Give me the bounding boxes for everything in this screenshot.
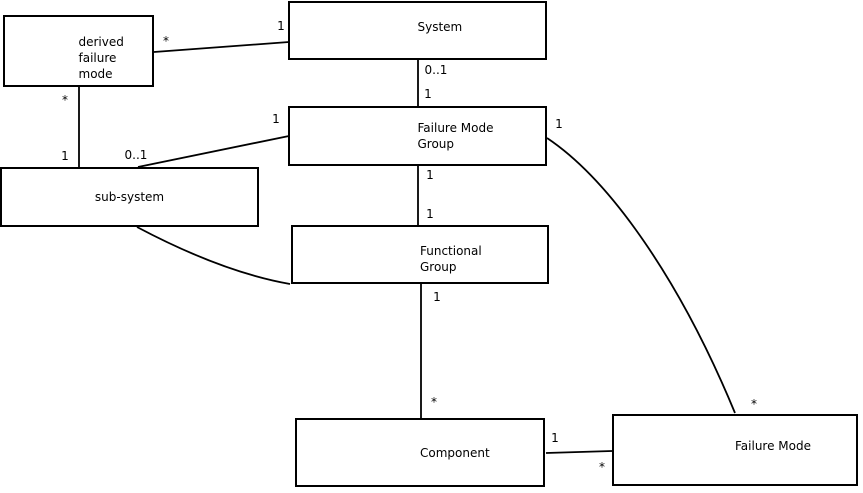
class-box-system-label: System <box>417 19 463 34</box>
multiplicity-derived-subsystem-many: * <box>62 93 68 108</box>
multiplicity-fmg-fg-one-top: 1 <box>426 168 434 182</box>
multiplicity-derived-system-one: 1 <box>277 19 285 33</box>
multiplicity-fmg-fg-one-bottom: 1 <box>426 207 434 221</box>
class-box-sub-system-label: sub-system <box>94 190 165 204</box>
connector-failure-mode-group-failure-mode <box>546 137 736 414</box>
class-box-failure-mode: Failure Mode <box>612 414 858 486</box>
multiplicity-fmg-fm-one: 1 <box>555 117 563 131</box>
class-box-derived-failure-mode: derived failure mode <box>3 15 154 87</box>
class-box-system: System <box>288 1 547 60</box>
multiplicity-component-fm-many: * <box>599 460 605 475</box>
connector-component-failure-mode <box>545 450 613 454</box>
connector-derived-failure-mode-system <box>153 41 290 53</box>
class-box-component: Component <box>295 418 545 487</box>
connector-sub-system-functional-group <box>136 226 291 285</box>
class-box-derived-failure-mode-label: derived failure mode <box>78 35 124 81</box>
multiplicity-subsystem-fmg-optional: 0..1 <box>124 148 148 162</box>
multiplicity-derived-subsystem-one: 1 <box>61 149 69 163</box>
class-box-failure-mode-group-label: Failure Mode Group <box>417 121 494 151</box>
multiplicity-fg-component-many: * <box>431 395 437 410</box>
multiplicity-fg-component-one: 1 <box>433 290 441 304</box>
multiplicity-derived-system-many: * <box>163 34 169 49</box>
multiplicity-component-fm-one: 1 <box>551 431 559 445</box>
class-box-component-label: Component <box>420 445 490 460</box>
class-box-functional-group: Functional Group <box>291 225 549 284</box>
class-box-failure-mode-group: Failure Mode Group <box>288 106 547 166</box>
class-box-sub-system: sub-system <box>0 167 259 227</box>
class-box-failure-mode-label: Failure Mode <box>735 439 811 453</box>
class-box-functional-group-label: Functional Group <box>420 243 482 274</box>
multiplicity-subsystem-fmg-one: 1 <box>272 112 280 126</box>
multiplicity-fmg-fm-many: * <box>751 397 757 412</box>
multiplicity-system-fmg-optional: 0..1 <box>424 63 448 77</box>
connector-sub-system-failure-mode-group <box>137 135 290 168</box>
multiplicity-system-fmg-one: 1 <box>424 87 432 101</box>
